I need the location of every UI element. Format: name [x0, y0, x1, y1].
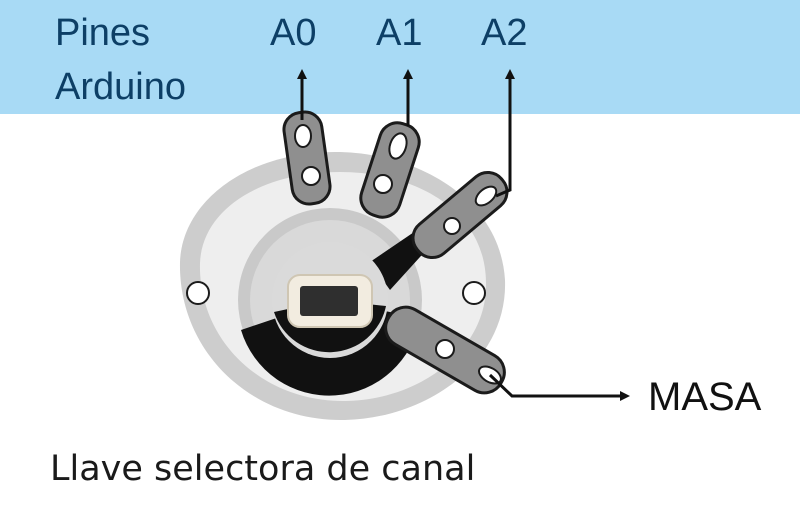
header-title-line2: Arduino	[55, 66, 186, 108]
mount-hole-right	[462, 281, 486, 305]
header-band	[0, 0, 800, 114]
mount-hole-left	[186, 281, 210, 305]
arrow-a2	[495, 69, 515, 198]
caption: Llave selectora de canal	[50, 449, 475, 489]
terminal-a2	[411, 170, 509, 260]
pin-label-a0: A0	[270, 12, 316, 54]
pin-label-a1: A1	[376, 12, 422, 54]
header-title-line1: Pines	[55, 12, 150, 54]
arrow-masa	[488, 373, 630, 401]
ground-label: MASA	[648, 375, 762, 419]
rotor-slot	[300, 286, 358, 316]
pin-label-a2: A2	[481, 12, 527, 54]
rotor	[238, 208, 430, 396]
terminal-a1	[359, 121, 421, 219]
